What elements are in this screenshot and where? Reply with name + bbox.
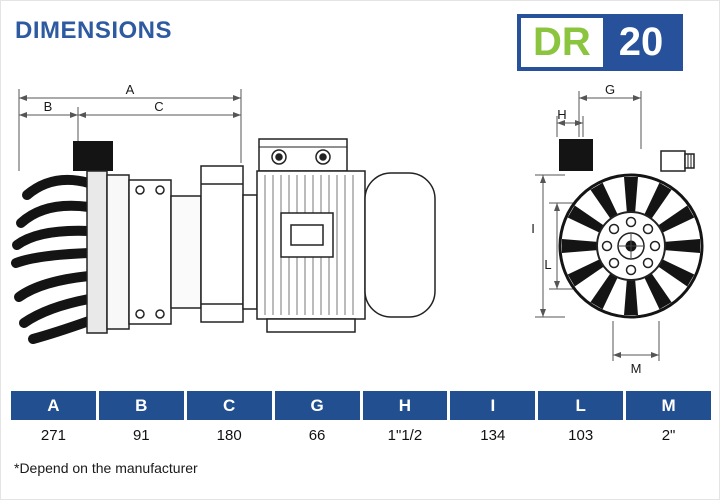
page-title: DIMENSIONS bbox=[15, 17, 173, 44]
motor bbox=[242, 138, 436, 333]
column-value: 103 bbox=[568, 427, 594, 444]
motor-end-cap bbox=[364, 172, 436, 318]
pump-side-view-drawing: A B C bbox=[11, 83, 436, 344]
dim-label-M: M bbox=[631, 361, 642, 376]
hub-bolts bbox=[601, 216, 661, 276]
dimensions-table: A 271 B 91 C 180 G 66 H 1"1/2 I 134 L 10… bbox=[11, 391, 711, 448]
table-column-a: A 271 bbox=[11, 391, 96, 448]
column-value: 271 bbox=[40, 427, 66, 444]
motor-cooling-fins bbox=[264, 175, 354, 315]
column-header: M bbox=[626, 391, 711, 420]
column-value: 2" bbox=[661, 427, 676, 444]
motor-adapter bbox=[242, 194, 258, 310]
table-column-c: C 180 bbox=[186, 391, 272, 448]
pump-front-face bbox=[558, 173, 704, 319]
table-column-h: H 1"1/2 bbox=[362, 391, 448, 448]
impeller-fins bbox=[562, 177, 700, 315]
dimension-arrows-side bbox=[19, 95, 241, 118]
column-header: H bbox=[362, 391, 448, 420]
dim-label-C: C bbox=[154, 99, 163, 114]
column-value: 66 bbox=[308, 427, 326, 444]
pump-front-view-drawing: G H I L M bbox=[531, 83, 704, 376]
table-column-g: G 66 bbox=[274, 391, 360, 448]
model-badge: DR 20 bbox=[517, 14, 684, 71]
column-header: C bbox=[186, 391, 272, 420]
column-value: 1"1/2 bbox=[387, 427, 423, 444]
column-header: B bbox=[98, 391, 184, 420]
dim-label-H: H bbox=[557, 107, 566, 122]
table-column-b: B 91 bbox=[98, 391, 184, 448]
model-number-label: 20 bbox=[602, 18, 680, 67]
dim-label-G: G bbox=[605, 83, 615, 97]
dimension-arrows-front bbox=[540, 95, 659, 358]
column-value: 180 bbox=[216, 427, 242, 444]
dim-label-I: I bbox=[531, 221, 535, 236]
column-value: 91 bbox=[132, 427, 150, 444]
table-column-i: I 134 bbox=[450, 391, 536, 448]
column-header: G bbox=[274, 391, 360, 420]
column-header: I bbox=[450, 391, 536, 420]
model-prefix-label: DR bbox=[521, 18, 603, 67]
motor-foot bbox=[266, 318, 356, 333]
pump-head-fins bbox=[11, 174, 94, 344]
table-column-l: L 103 bbox=[538, 391, 624, 448]
table-column-m: M 2" bbox=[626, 391, 711, 448]
pump-casing bbox=[86, 165, 244, 334]
column-value: 134 bbox=[480, 427, 506, 444]
cable-gland bbox=[660, 150, 695, 172]
column-header: L bbox=[538, 391, 624, 420]
dim-label-B: B bbox=[44, 99, 53, 114]
dim-label-L: L bbox=[544, 257, 551, 272]
footnote: *Depend on the manufacturer bbox=[14, 460, 198, 476]
suction-port-block bbox=[73, 141, 113, 171]
dim-label-A: A bbox=[126, 83, 135, 97]
dimension-lines-side bbox=[18, 89, 242, 171]
column-header: A bbox=[11, 391, 96, 420]
suction-port-front bbox=[559, 139, 593, 171]
